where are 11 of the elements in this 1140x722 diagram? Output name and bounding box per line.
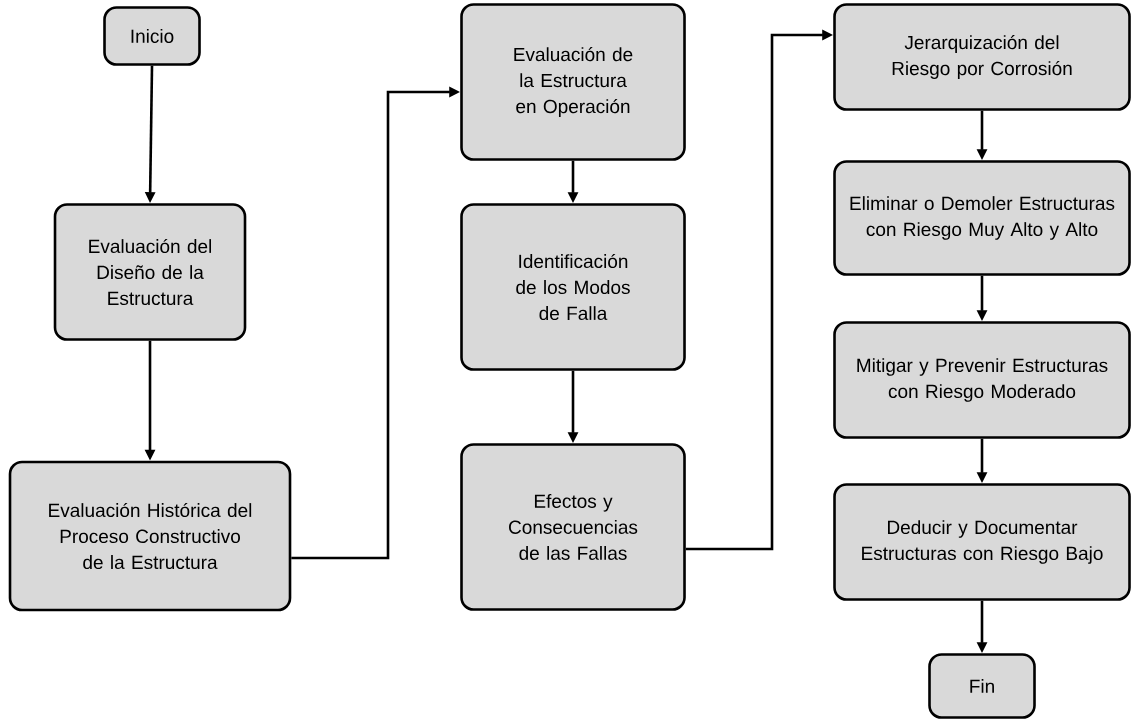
process-box: Fin: [928, 653, 1036, 719]
process-box: Eliminar o Demoler Estructuras con Riesgo Muy Alto y Alto: [833, 160, 1131, 276]
process-box: Identificación de los Modos de Falla: [460, 203, 686, 371]
process-box: Evaluación Histórica del Proceso Constructivo de la Estructura: [8, 460, 292, 612]
process-box: Efectos y Consecuencias de las Fallas: [460, 443, 686, 611]
process-box: Mitigar y Prevenir Estructuras con Riesgo Moderado: [833, 321, 1131, 439]
process-box: Evaluación del Diseño de la Estructura: [53, 203, 247, 341]
process-box: Inicio: [103, 6, 201, 66]
process-box: Evaluación de la Estructura en Operación: [460, 3, 686, 161]
process-box: Deducir y Documentar Estructuras con Riesgo Bajo: [833, 483, 1131, 601]
process-box: Jerarquización del Riesgo por Corrosión: [833, 3, 1131, 111]
